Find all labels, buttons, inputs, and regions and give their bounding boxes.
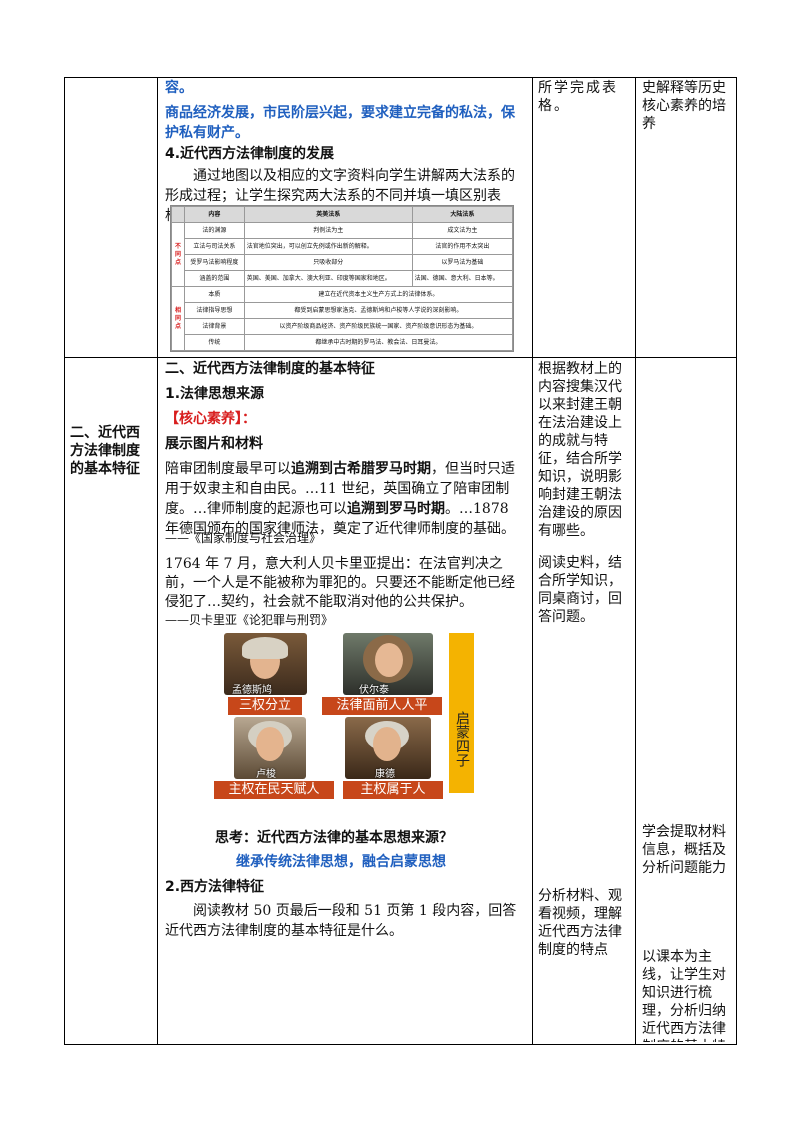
table-header-common-law: 英美法系 bbox=[243, 206, 413, 223]
quote-emphasis: 追溯到罗马时期 bbox=[347, 501, 445, 517]
col-border-left bbox=[64, 77, 65, 1045]
portrait-montesquieu: 孟德斯鸠 bbox=[224, 633, 307, 695]
caption-popular-sovereignty: 主权在民天赋人 bbox=[214, 781, 334, 799]
table-cell: 只吸收部分 bbox=[243, 254, 413, 271]
purpose-literacy: 史解释等历史核心素养的培养 bbox=[642, 80, 726, 132]
table-top-border bbox=[64, 77, 737, 78]
portrait-rousseau: 卢梭 bbox=[234, 717, 306, 779]
table-bottom-border bbox=[64, 1044, 737, 1045]
quote-source-2: ——贝卡里亚《论犯罪与刑罚》 bbox=[165, 613, 334, 627]
table-cell: 法官的作用不太突出 bbox=[411, 238, 514, 255]
table-cell: 成文法为主 bbox=[411, 222, 514, 239]
enlightenment-four-sidebar: 启蒙四子 bbox=[449, 633, 474, 793]
thinker-name: 康德 bbox=[375, 769, 395, 779]
face-icon bbox=[373, 727, 401, 761]
quote-text: 陪审团制度最早可以 bbox=[165, 461, 291, 477]
table-cell: 英国、美国、加拿大、澳大利亚、印度等国家和地区。 bbox=[243, 270, 413, 287]
activity-complete-table: 所学完成表格。 bbox=[538, 80, 618, 114]
quote-text: 。…1878 年德国颁布的国家律师法，奠定了近代律师制度的基础。 bbox=[165, 501, 515, 537]
subheading-2: 2.西方法律特征 bbox=[165, 879, 265, 895]
face-icon bbox=[375, 643, 403, 677]
table-cell: 法官地位突出，可以创立先例或作出新的解释。 bbox=[243, 238, 413, 255]
table-cell: 本质 bbox=[184, 286, 245, 303]
table-cell: 判例法为主 bbox=[243, 222, 413, 239]
thinker-name: 卢梭 bbox=[256, 769, 276, 779]
group-label-differences: 不同点 bbox=[171, 222, 185, 287]
heading-4: 4.近代西方法律制度的发展 bbox=[165, 146, 335, 162]
col-border-1 bbox=[157, 77, 158, 1045]
table-cell: 都受到启蒙思想家洛克、孟德斯鸠和卢梭等人学说的深刻影响。 bbox=[243, 302, 514, 319]
table-cell: 法律背景 bbox=[184, 318, 245, 335]
table-cell: 立法与司法关系 bbox=[184, 238, 245, 255]
core-literacy-label: 【核心素养】： bbox=[165, 411, 256, 427]
caption-sovereignty-people: 主权属于人 bbox=[343, 781, 443, 799]
blue-conclusion: 商品经济发展，市民阶层兴起，要求建立完备的私法，保护私有财产。 bbox=[165, 105, 515, 141]
activity-read-discuss: 阅读史料，结合所学知识，同桌商讨，回答问题。 bbox=[538, 555, 622, 625]
paragraph-features: 阅读教材 50 页最后一段和 51 页第 1 段内容，回答近代西方法律制度的基本… bbox=[165, 903, 517, 939]
table-header-civil-law: 大陆法系 bbox=[411, 206, 514, 223]
portrait-kant: 康德 bbox=[345, 717, 431, 779]
law-systems-comparison-table: 内容 英美法系 大陆法系 不同点 法的渊源 判例法为主 成文法为主 立法与司法关… bbox=[170, 205, 514, 352]
table-cell: 传统 bbox=[184, 334, 245, 351]
quote-text: ，但当时只适用于奴隶主和自由民。…11 世纪，英国确立了陪审团制度。…律师制度的… bbox=[165, 461, 515, 517]
quote-emphasis: 追溯到古希腊罗马时期 bbox=[291, 461, 431, 477]
section-title-col1: 二、近代西方法律制度的基本特征 bbox=[70, 425, 140, 477]
quote-jury-lawyer: 陪审团制度最早可以追溯到古希腊罗马时期，但当时只适用于奴隶主和自由民。…11 世… bbox=[165, 459, 527, 539]
col-border-right bbox=[736, 77, 737, 1045]
table-cell: 法的渊源 bbox=[184, 222, 245, 239]
table-header-blank bbox=[171, 206, 185, 223]
group-label-similarities: 相同点 bbox=[171, 286, 185, 351]
caption-separation-of-powers: 三权分立 bbox=[228, 697, 302, 715]
table-cell: 涵盖的范围 bbox=[184, 270, 245, 287]
table-cell: 以罗马法为基础 bbox=[411, 254, 514, 271]
show-materials: 展示图片和材料 bbox=[165, 436, 263, 452]
thinker-name: 伏尔泰 bbox=[359, 685, 389, 695]
face-icon bbox=[256, 727, 284, 761]
subheading-1: 1.法律思想来源 bbox=[165, 386, 265, 402]
purpose-summary: 以课本为主线，让学生对知识进行梳理，分析归纳近代西方法律制度的基本特 bbox=[642, 949, 726, 1042]
col-border-2 bbox=[532, 77, 533, 1045]
table-cell: 受罗马法影响程度 bbox=[184, 254, 245, 271]
thinker-name: 孟德斯鸠 bbox=[232, 685, 272, 695]
table-cell: 法国、德国、意大利、日本等。 bbox=[411, 270, 514, 287]
hair-icon bbox=[242, 637, 288, 659]
section-heading: 二、近代西方法律制度的基本特征 bbox=[165, 361, 375, 377]
col-border-3 bbox=[635, 77, 636, 1045]
table-cell: 建立在近代资本主义生产方式上的法律体系。 bbox=[243, 286, 514, 303]
table-cell: 以资产阶级商品经济、资产阶级民族统一国家、资产阶级意识形态为基础。 bbox=[243, 318, 514, 335]
quote-source-1: ——《国家制度与社会治理》 bbox=[165, 531, 322, 545]
table-cell: 法律指导思想 bbox=[184, 302, 245, 319]
activity-research: 根据教材上的内容搜集汉代以来封建王朝在法治建设上的成就与特征，结合所学知识，说明… bbox=[538, 361, 622, 539]
activity-analyze: 分析材料、观看视频，理解近代西方法律制度的特点 bbox=[538, 888, 622, 958]
portrait-voltaire: 伏尔泰 bbox=[343, 633, 433, 695]
table-header-content: 内容 bbox=[184, 206, 245, 223]
caption-equality-before-law: 法律面前人人平 bbox=[322, 697, 442, 715]
think-answer: 继承传统法律思想，融合启蒙思想 bbox=[236, 854, 446, 870]
quote-beccaria: 1764 年 7 月，意大利人贝卡里亚提出：在法官判决之前，一个人是不能被称为罪… bbox=[165, 556, 515, 610]
continued-text: 容。 bbox=[165, 80, 193, 96]
table-cell: 都继承中古时期的罗马法、教会法、日耳曼法。 bbox=[243, 334, 514, 351]
purpose-ability: 学会提取材料信息，概括及分析问题能力 bbox=[642, 824, 726, 876]
think-question: 思考：近代西方法律的基本思想来源？ bbox=[215, 830, 453, 846]
row-divider bbox=[64, 357, 737, 358]
